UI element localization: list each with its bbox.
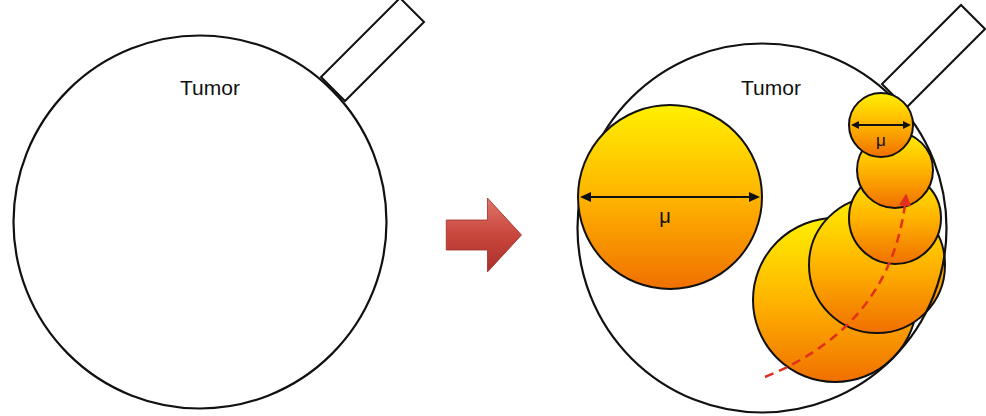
- tumor-region: Tumor μ μ: [576, 42, 948, 414]
- transition-arrow: [446, 198, 521, 272]
- dimension-arrowhead: [851, 121, 859, 129]
- tumor-region: Tumor: [12, 34, 388, 410]
- needle-tube: [321, 0, 424, 101]
- region-label: Tumor: [741, 76, 801, 100]
- drug-sphere: [849, 93, 913, 157]
- dimension-arrowhead: [749, 192, 760, 202]
- sphere-outline: [577, 104, 763, 290]
- tumor-circle: [14, 36, 387, 409]
- dimension-arrowhead: [903, 121, 911, 129]
- drug-sphere: [578, 105, 762, 289]
- region-label: Tumor: [180, 76, 240, 100]
- growth-path: [765, 196, 906, 377]
- dimension-arrowhead: [580, 192, 591, 202]
- drug-sphere-node: μ: [577, 104, 763, 290]
- tumor-circle: [578, 44, 947, 413]
- diameter-label: μ: [659, 205, 671, 228]
- needle-tube: [882, 5, 985, 108]
- diameter-label: μ: [876, 131, 886, 151]
- dimension-line: [590, 196, 750, 198]
- drug-sphere-node: μ: [848, 92, 914, 158]
- dimension-line: [858, 124, 904, 126]
